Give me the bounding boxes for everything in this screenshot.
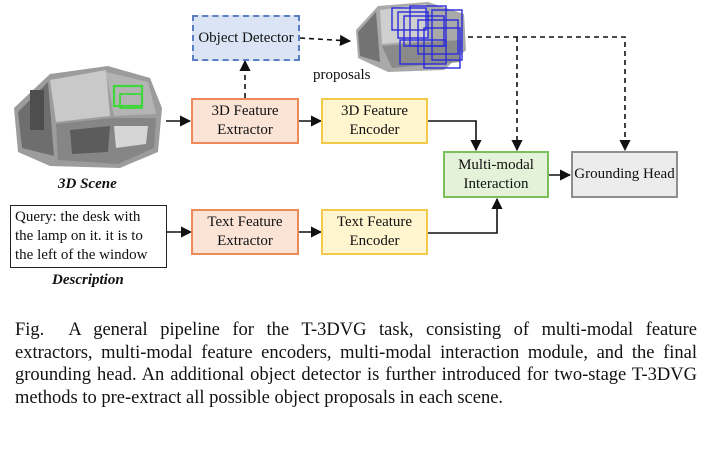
query-text-box: Query: the desk with the lamp on it. it … <box>10 205 167 268</box>
object-detector-node: Object Detector <box>192 15 300 61</box>
multimodal-interaction-label: Multi-modal Interaction <box>458 156 534 192</box>
caption-text: A general pipeline for the T-3DVG task, … <box>15 320 697 408</box>
proposals-image <box>356 2 466 72</box>
grounding-head-label: Grounding Head <box>574 166 675 182</box>
text-feature-extractor-label: Text Feature Extractor <box>207 214 283 249</box>
arrow-proposals-to-grounding <box>468 36 631 152</box>
pipeline-diagram: proposals 3D Scene Object Detector 3D Fe… <box>10 2 678 288</box>
text-feature-encoder-node: Text Feature Encoder <box>321 209 428 255</box>
arrow-detector-to-proposals <box>299 34 352 46</box>
description-label: Description <box>52 272 124 288</box>
feature-encoder-3d-node: 3D Feature Encoder <box>321 98 428 144</box>
scene-3d-image <box>14 66 162 168</box>
grounding-head-node: Grounding Head <box>571 151 678 198</box>
feature-extractor-3d-label: 3D Feature Extractor <box>211 103 279 138</box>
arrow-3d-encoder-to-interaction <box>428 120 482 152</box>
scene-label: 3D Scene <box>58 176 117 192</box>
caption-prefix: Fig. <box>15 320 45 340</box>
query-text: Query: the desk with the lamp on it. it … <box>15 209 148 263</box>
arrow-text-encoder-to-interaction <box>428 197 503 234</box>
proposals-label: proposals <box>313 67 371 83</box>
text-feature-extractor-node: Text Feature Extractor <box>191 209 299 255</box>
figure-caption: Fig.A general pipeline for the T-3DVG ta… <box>15 319 697 409</box>
object-detector-label: Object Detector <box>198 29 294 46</box>
feature-encoder-3d-label: 3D Feature Encoder <box>340 103 409 138</box>
multimodal-interaction-node: Multi-modal Interaction <box>443 151 549 198</box>
text-feature-encoder-label: Text Feature Encoder <box>336 214 413 249</box>
connector-layer <box>166 34 631 238</box>
feature-extractor-3d-node: 3D Feature Extractor <box>191 98 299 144</box>
